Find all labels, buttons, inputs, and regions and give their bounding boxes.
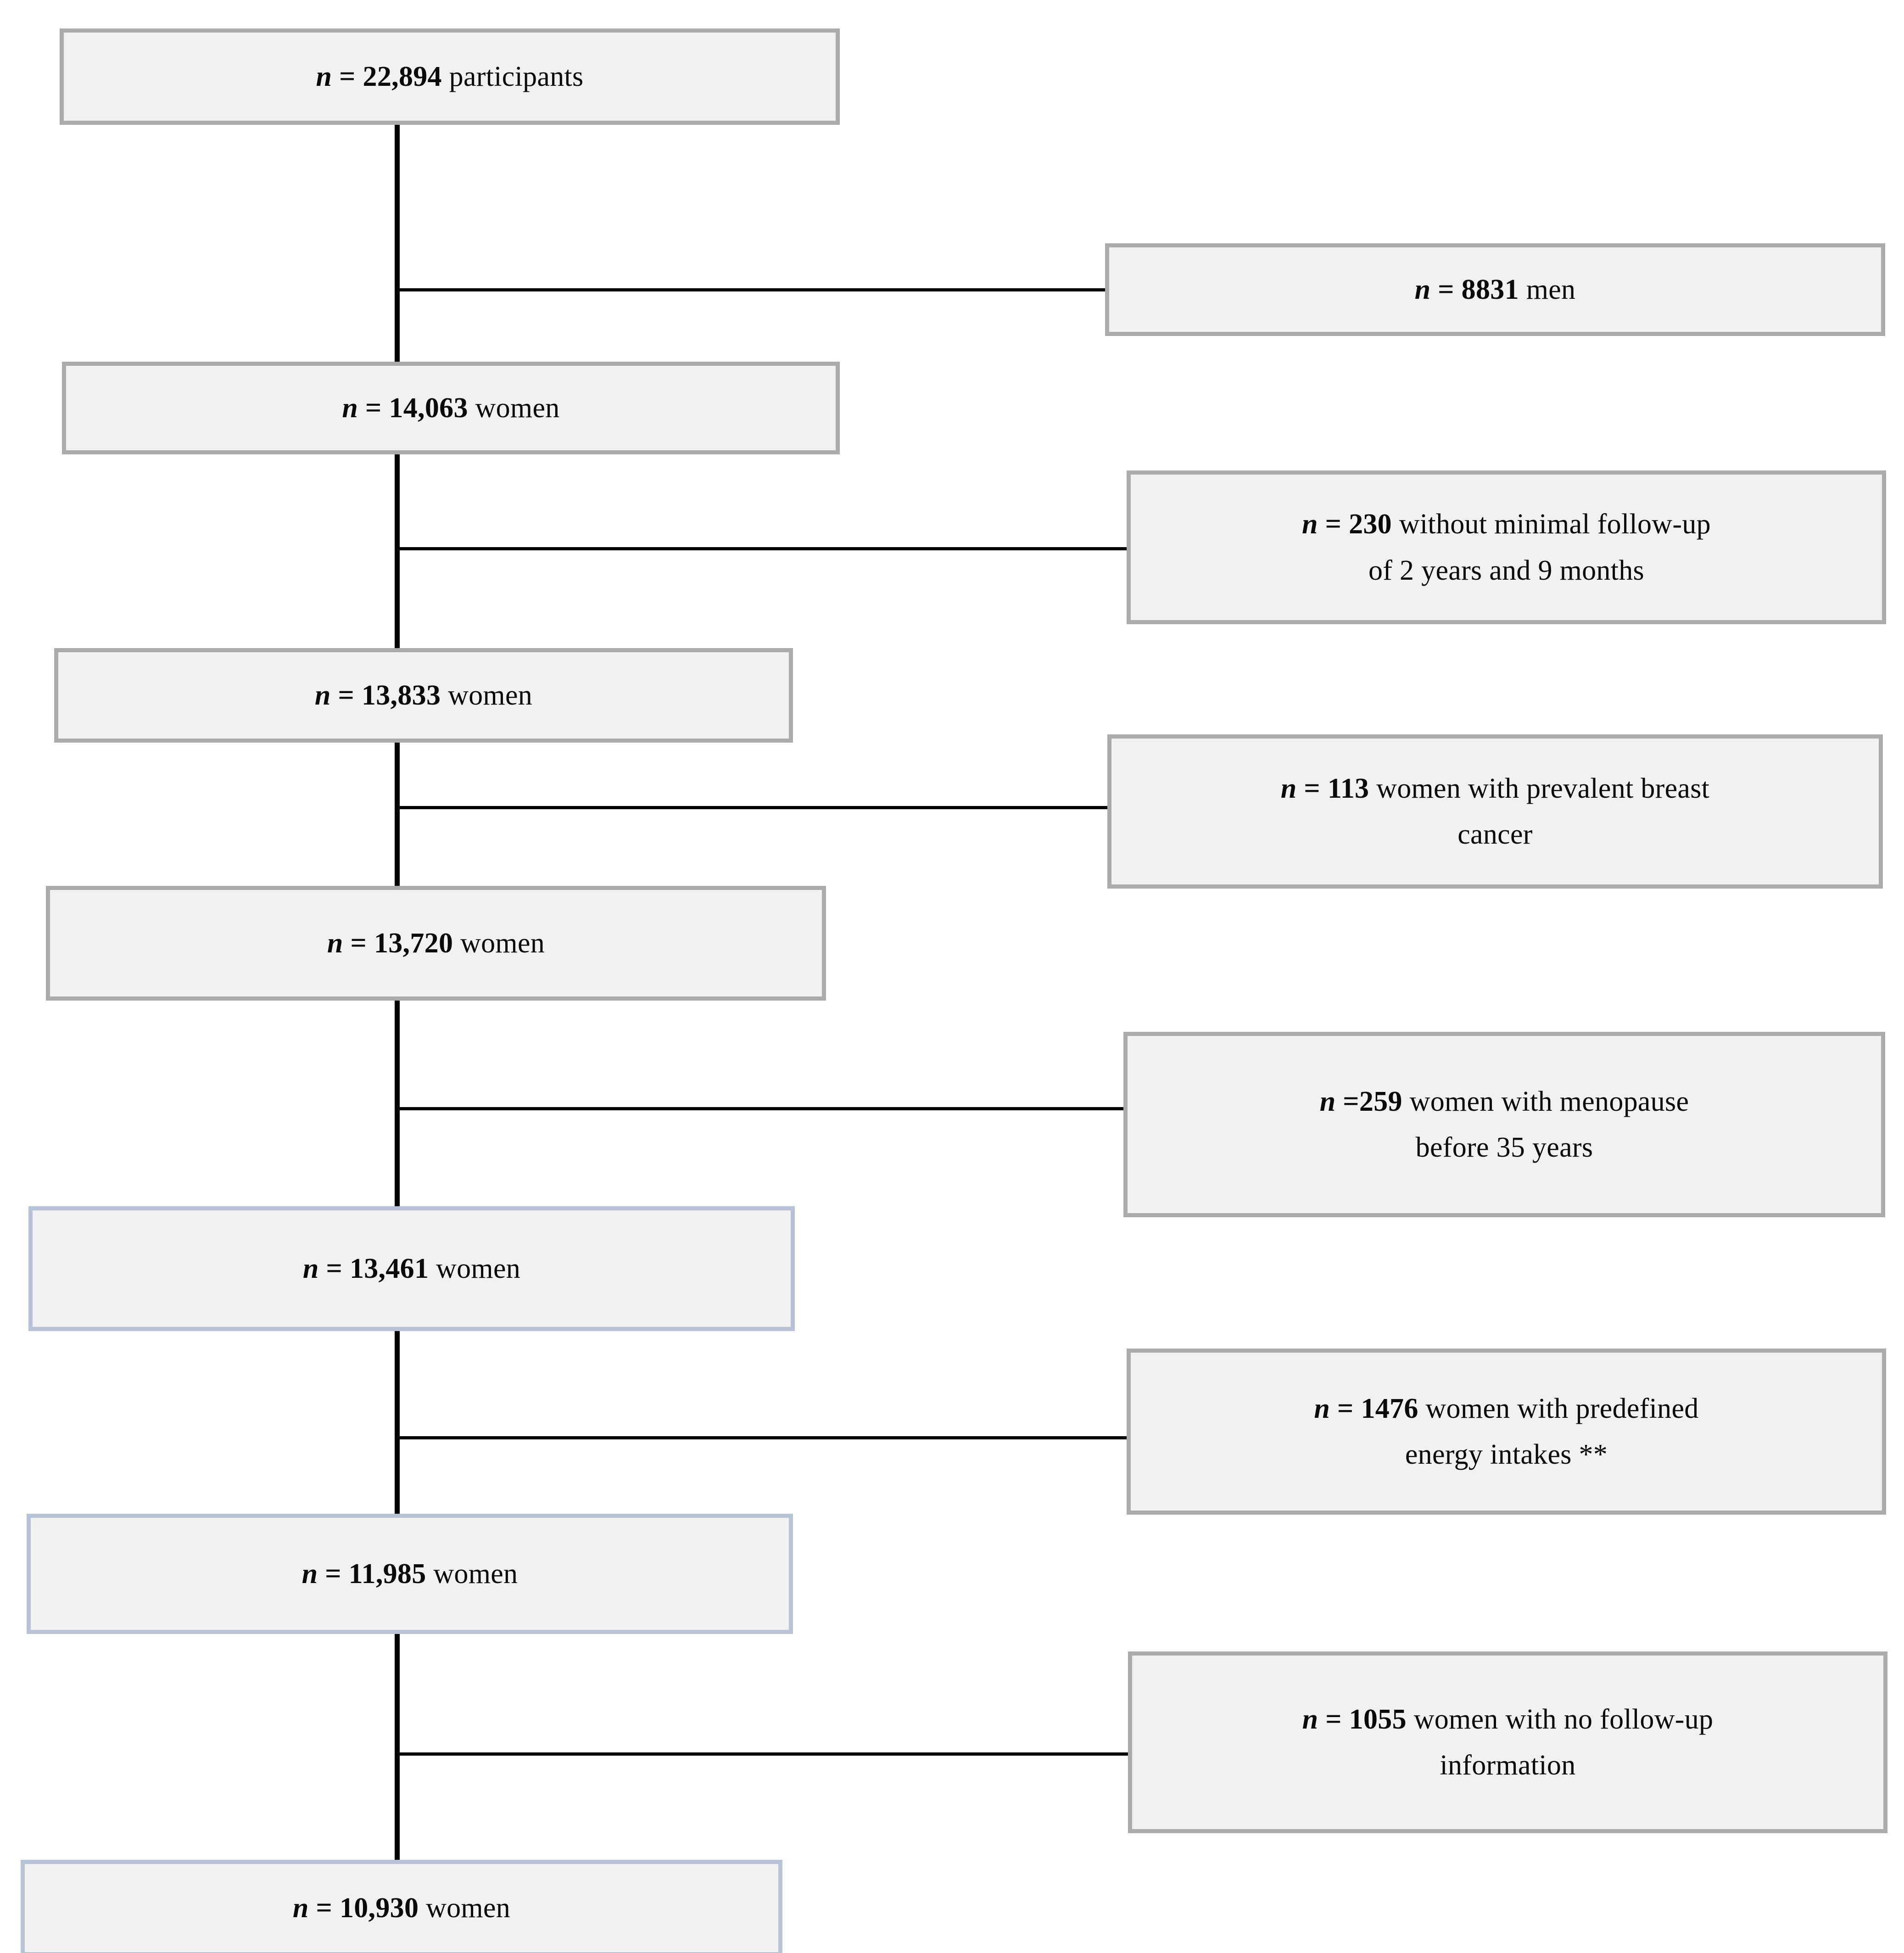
excl-line-2: cancer — [1457, 819, 1533, 850]
connector-vertical-2 — [395, 454, 400, 648]
node-excluded-followup-min: n = 230 without minimal follow-up of 2 y… — [1127, 470, 1886, 624]
n-value: =259 — [1343, 1086, 1402, 1117]
node-excluded-men: n = 8831 men — [1105, 243, 1885, 336]
n-value: = 230 — [1325, 509, 1392, 540]
n-symbol: n — [1302, 509, 1318, 540]
excl-label: women with prevalent breast — [1376, 772, 1710, 804]
n-symbol: n — [314, 679, 331, 711]
connector-vertical-6 — [395, 1634, 400, 1863]
node-excluded-predefined-energy-text: n = 1476 women with predefined energy in… — [1314, 1386, 1698, 1478]
connector-horizontal-to-followup-min — [395, 547, 1127, 550]
n-symbol: n — [1314, 1393, 1330, 1424]
excl-label: women with no follow-up — [1413, 1703, 1714, 1735]
excl-label: women with predefined — [1425, 1393, 1699, 1424]
node-women-13833-text: n = 13,833 women — [315, 672, 532, 718]
connector-horizontal-to-men — [395, 288, 1105, 291]
n-value: = 13,461 — [326, 1253, 429, 1284]
excl-label: without minimal follow-up — [1399, 509, 1711, 540]
node-participants-text: n = 22,894 participants — [316, 54, 584, 100]
node-excluded-prevalent-breast-cancer-text: n = 113 women with prevalent breast canc… — [1281, 766, 1709, 858]
excl-line-1: n = 1055 women with no follow-up — [1302, 1704, 1714, 1735]
connector-vertical-5 — [395, 1331, 400, 1535]
node-women-11985: n = 11,985 women — [27, 1514, 793, 1634]
node-excluded-predefined-energy: n = 1476 women with predefined energy in… — [1127, 1349, 1886, 1515]
excl-line-1: n = 8831 men — [1415, 274, 1576, 305]
n-symbol: n — [327, 927, 343, 959]
n-value: = 1476 — [1337, 1393, 1418, 1424]
connector-horizontal-to-no-followup — [395, 1752, 1128, 1756]
n-symbol: n — [292, 1892, 309, 1924]
n-value: = 14,063 — [365, 392, 468, 424]
excl-line-2: energy intakes ** — [1405, 1439, 1608, 1470]
n-value: = 1055 — [1325, 1703, 1407, 1735]
node-women-13833: n = 13,833 women — [54, 648, 793, 743]
node-excluded-followup-min-text: n = 230 without minimal follow-up of 2 y… — [1302, 501, 1711, 593]
node-women-10930-text: n = 10,930 women — [293, 1885, 510, 1931]
n-value: = 10,930 — [316, 1892, 419, 1924]
n-symbol: n — [302, 1558, 318, 1589]
node-excluded-no-followup-info-text: n = 1055 women with no follow-up informa… — [1302, 1696, 1714, 1789]
node-women-11985-text: n = 11,985 women — [302, 1551, 518, 1597]
node-excluded-men-text: n = 8831 men — [1415, 267, 1576, 313]
excl-label: men — [1526, 274, 1576, 305]
n-value: = 13,720 — [350, 927, 453, 959]
n-symbol: n — [1302, 1703, 1318, 1735]
connector-vertical-4 — [395, 1001, 400, 1212]
node-excluded-early-menopause: n =259 women with menopause before 35 ye… — [1123, 1032, 1885, 1217]
n-unit: women — [426, 1892, 511, 1924]
node-women-14063-text: n = 14,063 women — [342, 385, 559, 431]
n-value: = 113 — [1304, 772, 1369, 804]
excl-line-1: n = 1476 women with predefined — [1314, 1393, 1698, 1424]
n-value: = 11,985 — [325, 1558, 426, 1589]
n-unit: women — [460, 927, 545, 959]
n-unit: participants — [449, 61, 584, 92]
n-symbol: n — [316, 61, 332, 92]
n-unit: women — [436, 1253, 521, 1284]
excl-label: women with menopause — [1409, 1086, 1689, 1117]
excl-line-1: n = 113 women with prevalent breast — [1281, 773, 1709, 804]
n-symbol: n — [1319, 1086, 1336, 1117]
node-participants: n = 22,894 participants — [60, 28, 840, 125]
n-symbol: n — [302, 1253, 319, 1284]
n-value: = 22,894 — [339, 61, 442, 92]
n-symbol: n — [342, 392, 358, 424]
node-excluded-prevalent-breast-cancer: n = 113 women with prevalent breast canc… — [1107, 734, 1883, 889]
excl-line-1: n = 230 without minimal follow-up — [1302, 509, 1711, 540]
excl-line-1: n =259 women with menopause — [1320, 1086, 1689, 1117]
n-symbol: n — [1414, 274, 1431, 305]
node-women-13461: n = 13,461 women — [28, 1206, 795, 1331]
connector-horizontal-to-energy — [395, 1436, 1127, 1439]
node-women-13720: n = 13,720 women — [46, 886, 826, 1001]
excl-line-2: before 35 years — [1415, 1132, 1593, 1163]
n-unit: women — [448, 679, 533, 711]
n-unit: women — [475, 392, 560, 424]
excl-line-2: information — [1440, 1750, 1576, 1781]
connector-horizontal-to-menopause — [395, 1107, 1123, 1110]
connector-vertical-3 — [395, 743, 400, 925]
n-value: = 13,833 — [338, 679, 441, 711]
node-women-13461-text: n = 13,461 women — [303, 1246, 520, 1292]
n-value: = 8831 — [1438, 274, 1519, 305]
node-women-10930: n = 10,930 women — [21, 1860, 782, 1953]
node-excluded-no-followup-info: n = 1055 women with no follow-up informa… — [1128, 1651, 1887, 1833]
connector-vertical-1 — [395, 125, 400, 362]
n-symbol: n — [1280, 772, 1297, 804]
connector-horizontal-to-breast-cancer — [395, 806, 1107, 809]
node-women-13720-text: n = 13,720 women — [327, 920, 545, 966]
n-unit: women — [433, 1558, 518, 1589]
node-excluded-early-menopause-text: n =259 women with menopause before 35 ye… — [1320, 1079, 1689, 1171]
node-women-14063: n = 14,063 women — [62, 362, 840, 454]
excl-line-2: of 2 years and 9 months — [1368, 554, 1644, 586]
